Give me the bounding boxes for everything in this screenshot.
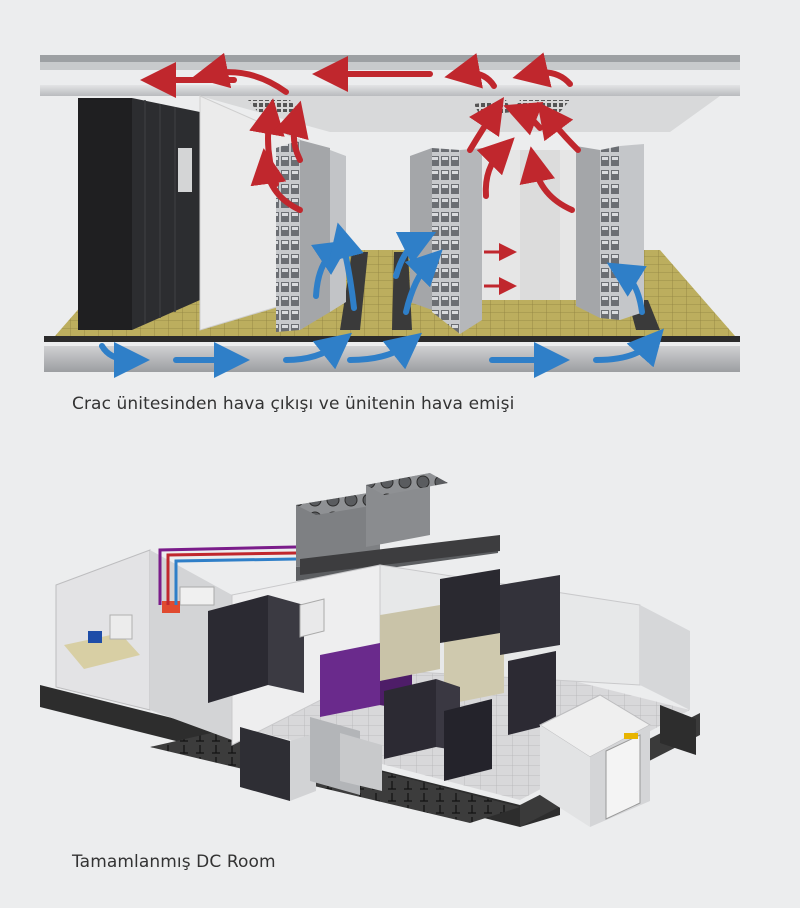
red-arrow-icon <box>273 100 309 163</box>
dc-room-render <box>40 473 700 827</box>
rack-group-gray-front <box>240 717 382 801</box>
room-caption: Tamamlanmış DC Room <box>72 852 276 872</box>
door-warning-light <box>624 733 638 739</box>
red-arrow-icon <box>467 97 504 153</box>
blue-arrow-icon <box>606 262 647 315</box>
red-arrow-icon <box>512 52 573 88</box>
monitor-icon <box>88 631 102 643</box>
rack-row-right <box>576 144 644 320</box>
blue-arrow-icon <box>347 332 423 370</box>
red-arrow-icon <box>476 137 515 199</box>
rooftop-condensers <box>296 473 500 581</box>
blue-arrow-icon <box>403 249 443 315</box>
blue-arrow-icon <box>99 341 150 378</box>
rack-group-beige <box>380 605 504 705</box>
blue-arrow-icon <box>593 328 664 368</box>
wall-ac-unit <box>179 586 215 606</box>
airflow-diagram <box>0 0 800 390</box>
right-wall <box>640 605 690 710</box>
red-arrow-icon <box>192 52 289 95</box>
precision-cooling-units <box>208 595 325 703</box>
cold-air-arrows <box>99 222 664 378</box>
red-arrow-icon <box>519 146 575 213</box>
hot-air-side-arrows <box>484 243 517 295</box>
refrigerant-pipes <box>158 545 297 605</box>
entry-door <box>605 734 641 820</box>
red-arrow-icon <box>444 53 497 89</box>
airflow-illustration <box>40 52 740 378</box>
blue-arrow-icon <box>283 332 353 370</box>
crac-unit <box>78 98 200 330</box>
red-arrow-icon <box>250 148 303 213</box>
blue-arrow-icon <box>328 222 364 311</box>
red-arrow-icon <box>537 101 581 153</box>
rack-group-dark <box>384 569 560 781</box>
entry-vestibule <box>538 694 696 827</box>
rack-row-left <box>276 140 346 332</box>
airflow-caption: Crac ünitesinden hava çıkışı ve ünitenin… <box>72 394 515 414</box>
dc-room-illustration <box>0 455 800 855</box>
office-area <box>55 549 232 740</box>
hot-air-arrows <box>140 52 581 213</box>
